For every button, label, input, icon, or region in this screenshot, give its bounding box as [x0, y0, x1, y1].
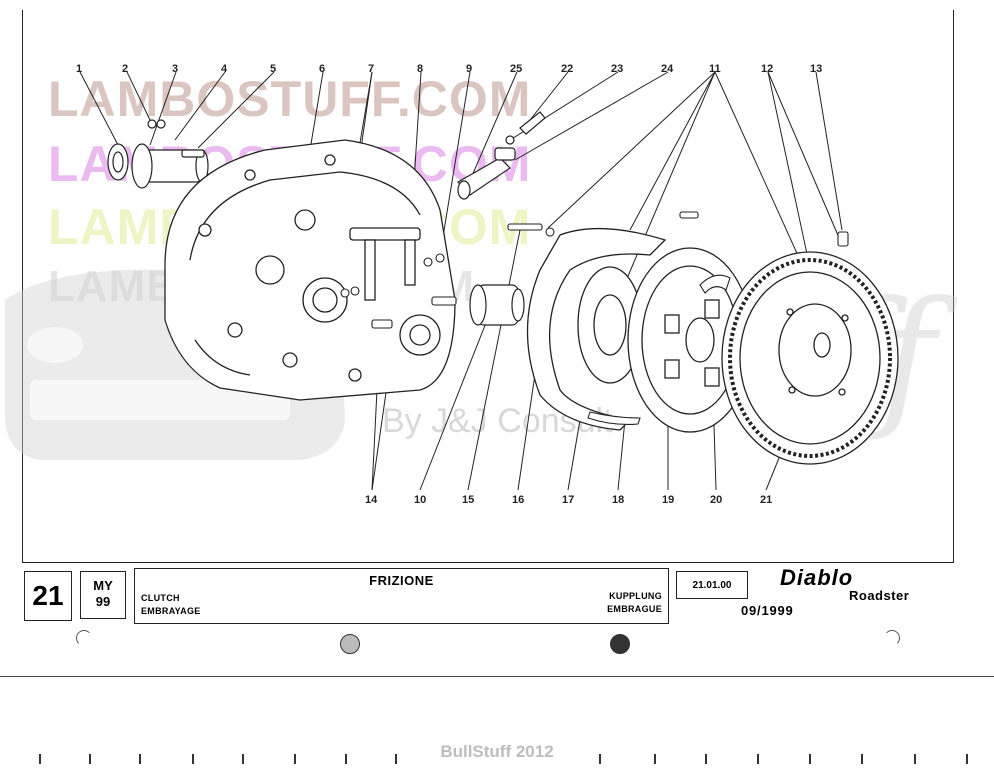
leader-lines — [79, 71, 843, 491]
housing-fasteners — [340, 253, 457, 329]
callout-19: 19 — [662, 494, 675, 506]
callout-6: 6 — [319, 63, 326, 75]
callout-9: 9 — [466, 63, 473, 75]
callout-18: 18 — [612, 494, 625, 506]
section-title-box: FRIZIONE CLUTCH EMBRAYAGE KUPPLUNG EMBRA… — [134, 568, 669, 624]
callout-21: 21 — [760, 494, 773, 506]
callout-17: 17 — [562, 494, 575, 506]
title-french: EMBRAYAGE — [141, 606, 201, 616]
title-english: CLUTCH — [141, 593, 180, 603]
brand-logo: Diablo — [780, 565, 854, 590]
callout-20: 20 — [710, 494, 723, 506]
callout-14: 14 — [365, 494, 378, 506]
title-german: KUPPLUNG — [609, 591, 662, 601]
page-number: 21 — [24, 571, 72, 621]
callout-2: 2 — [122, 63, 129, 75]
title-spanish: EMBRAGUE — [607, 604, 662, 614]
model-year-value: 99 — [95, 594, 111, 609]
model-year-label: MY — [93, 578, 113, 593]
callout-4: 4 — [221, 63, 228, 75]
callout-23: 23 — [611, 63, 624, 75]
release-bearing — [469, 284, 525, 326]
callout-22: 22 — [561, 63, 574, 75]
pressure-plate-cover — [526, 227, 667, 431]
bellhousing — [164, 139, 456, 401]
spring-plate — [587, 411, 641, 425]
watermark-lambostuff-1: LAMBOSTUFF.COM — [48, 71, 532, 127]
callout-8: 8 — [417, 63, 424, 75]
section-code: 21.01.00 — [676, 571, 748, 599]
binder-hole-right — [884, 630, 900, 646]
input-sleeve-parts — [107, 119, 209, 189]
callout-13: 13 — [810, 63, 823, 75]
binder-hole-left — [76, 630, 92, 646]
callout-5: 5 — [270, 63, 277, 75]
callout-1: 1 — [76, 63, 83, 75]
binder-hole-1 — [340, 634, 360, 654]
callout-15: 15 — [462, 494, 475, 506]
callout-10: 10 — [414, 494, 427, 506]
binder-hole-2 — [610, 634, 630, 654]
footer-watermark: BullStuff 2012 — [440, 742, 554, 761]
callout-11: 11 — [709, 63, 721, 75]
model-name: Roadster — [849, 588, 910, 603]
pressure-plate-bolt — [507, 223, 555, 237]
callout-3: 3 — [172, 63, 179, 75]
disc-fasteners — [679, 211, 731, 294]
section-title: FRIZIONE — [369, 573, 434, 588]
callout-25: 25 — [510, 63, 523, 75]
revision-date: 09/1999 — [741, 603, 794, 618]
callout-24: 24 — [661, 63, 674, 75]
clutch-disc — [627, 247, 753, 433]
tick-marks — [39, 754, 968, 764]
page-divider — [0, 676, 994, 677]
flywheel — [721, 251, 899, 465]
flywheel-bolt — [837, 231, 849, 247]
release-fork-fittings — [457, 111, 546, 200]
model-year-box: MY 99 — [80, 571, 126, 619]
callout-7: 7 — [368, 63, 375, 75]
callout-12: 12 — [761, 63, 774, 75]
callout-16: 16 — [512, 494, 525, 506]
